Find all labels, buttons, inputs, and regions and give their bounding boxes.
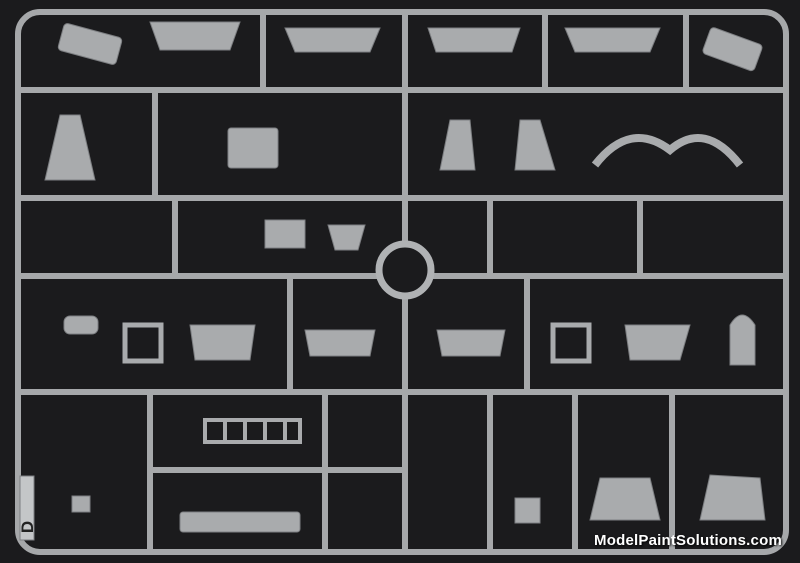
- part-cowling: [699, 474, 766, 521]
- runner-frame: [15, 9, 789, 555]
- part-ladder: [203, 418, 302, 444]
- part-seat: [514, 119, 556, 171]
- part-frame: [591, 134, 744, 168]
- part-cylinder: [63, 315, 99, 335]
- part-small: [71, 495, 91, 513]
- part-seat-back: [44, 114, 96, 181]
- part-panel: [57, 23, 123, 65]
- part-floor: [624, 324, 691, 361]
- part-headrest: [729, 314, 756, 366]
- part-cowling: [589, 477, 661, 521]
- part-canopy-frame: [427, 27, 521, 53]
- part-bucket: [327, 224, 366, 251]
- part-floor: [304, 329, 376, 357]
- part-frame-square: [122, 322, 164, 364]
- part-seat: [439, 119, 476, 171]
- part-canopy-frame: [149, 21, 241, 51]
- part-plate: [264, 219, 306, 249]
- part-floor: [189, 324, 256, 361]
- runner-ring: [375, 240, 435, 300]
- part-frame-square: [550, 322, 592, 364]
- sprue-letter: D: [18, 520, 38, 534]
- part-bracket: [227, 127, 279, 169]
- part-canopy-frame: [284, 27, 381, 53]
- watermark: ModelPaintSolutions.com: [594, 532, 782, 549]
- part-panel: [702, 27, 763, 72]
- part-block: [514, 497, 541, 524]
- sprue-tag: [19, 475, 35, 541]
- kit-parts: [19, 21, 766, 541]
- part-canopy-frame: [564, 27, 661, 53]
- part-floor: [436, 329, 506, 357]
- part-bar: [179, 511, 301, 533]
